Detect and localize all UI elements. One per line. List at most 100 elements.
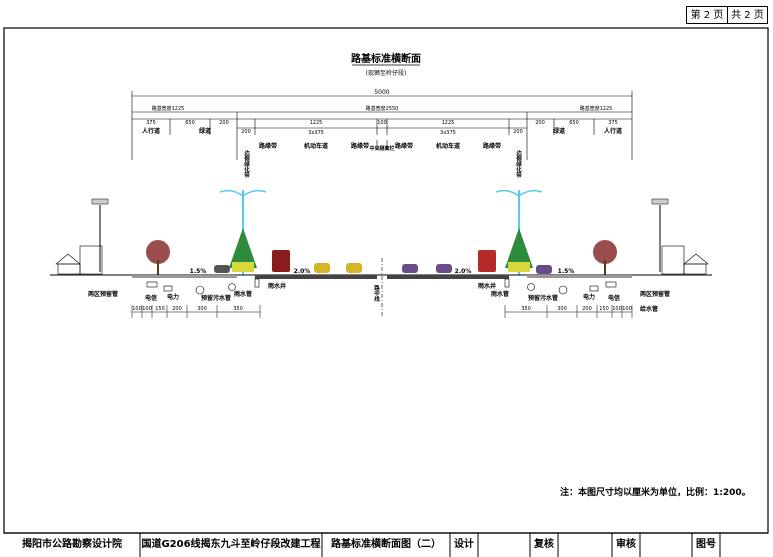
building-left [55, 245, 103, 275]
dimension-lines [131, 91, 633, 160]
bottom-dim-l1: 100 [132, 306, 142, 312]
pipes-right [504, 278, 617, 295]
bottom-dim-l2: 100 [142, 306, 152, 312]
side-lamp-left [91, 198, 109, 272]
drawing-title: 路基标准横断面 [351, 52, 421, 65]
dim-green-right: 650 [569, 120, 579, 126]
company-name: 揭阳市公路勘察设计院 [22, 539, 122, 550]
car-left-3 [214, 265, 230, 273]
review-label: 复核 [534, 539, 554, 550]
label-motor-right: 机动车道 [436, 142, 460, 150]
pipe-label-rain-right: 雨水管 [491, 290, 509, 298]
dim-green-left: 650 [185, 120, 195, 126]
slope-right-road: 2.0% [455, 268, 472, 275]
pipe-label-reserve-left: 两区预留管 [88, 290, 118, 298]
inner-frame [3, 27, 769, 534]
bottom-dim-r6: 100 [622, 306, 632, 312]
label-motor-left: 机动车道 [304, 142, 328, 150]
side-lamp-right [651, 198, 669, 272]
bottom-dim-r3: 200 [582, 306, 592, 312]
label-kerb-right-1: 路缘带 [483, 142, 501, 150]
bottom-dim-l3: 150 [155, 306, 165, 312]
slope-left-walk: 1.5% [190, 268, 207, 275]
car-left-1 [314, 263, 330, 273]
car-right-1 [402, 264, 418, 273]
pipe-label-well-left: 雨水井 [268, 282, 286, 290]
label-kerb-left-1: 路缘带 [259, 142, 277, 150]
bottom-dim-r4: 150 [599, 306, 609, 312]
label-green-right: 绿道 [553, 127, 565, 135]
bottom-dim-l4: 200 [172, 306, 182, 312]
dim-center: 路基宽度2550 [366, 105, 399, 112]
label-separator-left: 边侧绿化带 [243, 149, 251, 179]
dim-kerb-left: 200 [241, 129, 251, 135]
dim-lanes-right: 1225 [442, 120, 455, 126]
car-right-3 [536, 265, 552, 274]
slope-left-road: 2.0% [294, 268, 311, 275]
dim-median: 100 [377, 120, 387, 126]
bottom-dim-l6: 350 [233, 306, 243, 312]
tree-left [146, 240, 170, 275]
dim-narrow-left: 200 [219, 120, 229, 126]
drawing-name: 路基标准横断面图（二） [331, 539, 441, 550]
pavement-left [255, 275, 377, 279]
dim-sidewalk-left: 375 [146, 120, 156, 126]
project-name: 国道G206线揭东九斗至岭仔段改建工程 [141, 539, 321, 550]
bottom-dim-r1: 350 [521, 306, 531, 312]
scale-note: 注：本图尺寸均以厘米为单位，比例：1:200。 [560, 488, 751, 498]
car-right-2 [436, 264, 452, 273]
label-separator-right: 边侧绿化带 [515, 149, 523, 179]
label-kerb-right-2: 路缘带 [395, 142, 413, 150]
pipes-left [146, 278, 260, 295]
shrub-right [505, 228, 533, 272]
label-green-left: 绿道 [199, 127, 211, 135]
dim-left-half: 路基宽度1225 [152, 105, 185, 112]
truck-right [478, 250, 496, 272]
shrub-left [229, 228, 257, 272]
pavement-right [387, 275, 509, 279]
tree-right [593, 240, 617, 275]
car-left-2 [346, 263, 362, 273]
dim-sidewalk-right: 375 [608, 120, 618, 126]
pipe-label-rain-left: 雨水管 [234, 290, 252, 298]
building-right [661, 245, 709, 275]
sidewalk-left-layer [132, 275, 237, 278]
design-label: 设计 [454, 539, 474, 550]
page-total: 共 2 页 [728, 6, 768, 24]
pipe-label-water-right: 给水管 [640, 305, 658, 313]
dim-3x375-right: 3x375 [440, 130, 456, 136]
pipe-label-sewage-right: 预留污水管 [528, 294, 558, 302]
label-sidewalk-left: 人行道 [142, 127, 160, 135]
page-number: 第 2 页 [686, 6, 728, 24]
center-axis-label: 路中线 [373, 284, 380, 303]
dim-3x375-left: 3x375 [308, 130, 324, 136]
label-sidewalk-right: 人行道 [604, 127, 622, 135]
bottom-dim-l5: 300 [197, 306, 207, 312]
pipe-label-power-left: 电力 [167, 293, 179, 301]
bottom-dimension-lines [131, 305, 633, 318]
pipe-label-comm-left: 电信 [145, 294, 157, 302]
audit-label: 审核 [616, 539, 636, 550]
dim-lanes-left: 1225 [310, 120, 323, 126]
bottom-dim-r5: 100 [612, 306, 622, 312]
pipe-label-comm-right: 电信 [608, 294, 620, 302]
drawing-subtitle: (现狮至岭仔段) [366, 69, 407, 77]
dim-narrow-right: 200 [535, 120, 545, 126]
bottom-dim-r2: 300 [557, 306, 567, 312]
dim-kerb-right: 200 [513, 129, 523, 135]
label-kerb-left-2: 路缘带 [351, 142, 369, 150]
pipe-label-sewage-left: 预留污水管 [201, 294, 231, 302]
pipe-label-power-right: 电力 [583, 293, 595, 301]
sidewalk-right-layer [527, 275, 632, 278]
dim-right-half: 路基宽度1225 [580, 105, 613, 112]
title-block-grid [139, 533, 721, 557]
slope-right-walk: 1.5% [558, 268, 575, 275]
pipe-label-reserve-right: 两区预留管 [640, 290, 670, 298]
label-median: 中央隔离栏 [369, 145, 394, 152]
truck-left [272, 250, 290, 272]
dim-total: 5000 [374, 89, 389, 96]
pipe-label-well-right: 雨水井 [478, 282, 496, 290]
drawing-no-label: 图号 [696, 539, 716, 550]
